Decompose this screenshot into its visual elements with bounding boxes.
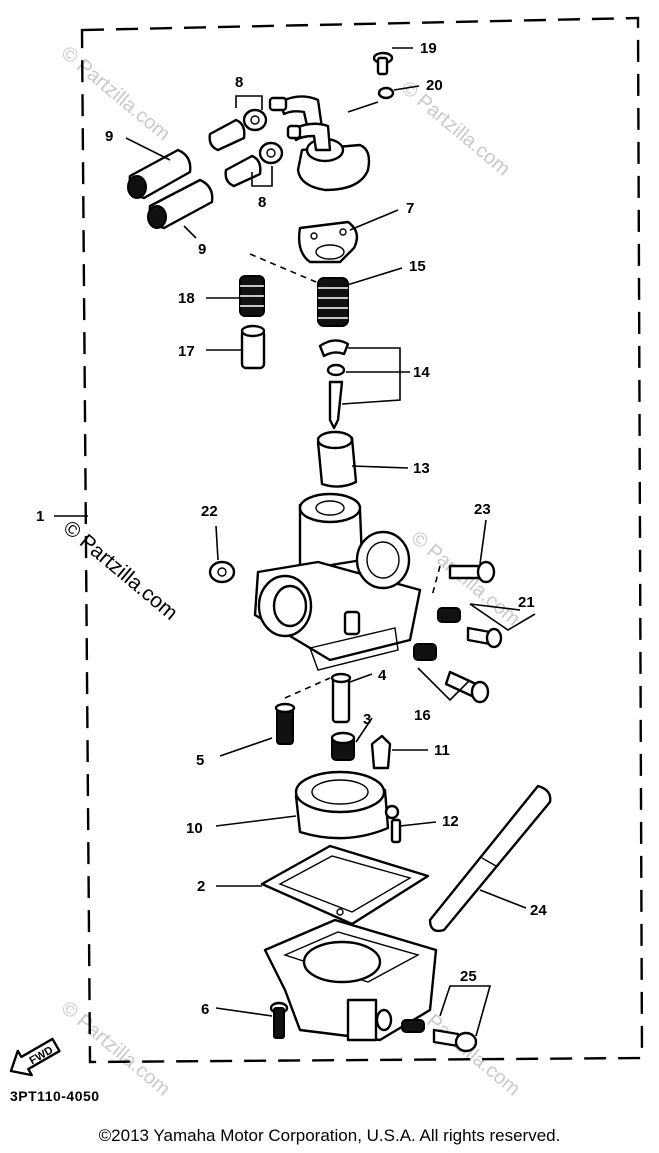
part-20-washer <box>377 86 395 100</box>
callout-23: 23 <box>474 501 491 518</box>
watermark: © Partzilla.com <box>397 77 514 180</box>
callout-3: 3 <box>363 711 371 728</box>
callout-2: 2 <box>197 878 205 895</box>
callout-1: 1 <box>36 508 44 525</box>
callout-24: 24 <box>530 902 547 919</box>
part-23-screw <box>448 560 496 584</box>
callout-8-upper: 8 <box>235 74 243 91</box>
callout-16: 16 <box>414 707 431 724</box>
callout-12: 12 <box>442 813 459 830</box>
part-8-nut-upper <box>208 108 268 152</box>
part-8-nut-lower <box>224 141 284 188</box>
callout-22: 22 <box>201 503 218 520</box>
part-3-main-jet <box>330 731 356 761</box>
callout-20: 20 <box>426 77 443 94</box>
callout-13: 13 <box>413 460 430 477</box>
watermark: © Partzilla.com <box>57 42 174 145</box>
part-top-cover <box>268 95 371 192</box>
callout-15: 15 <box>409 258 426 275</box>
part-13-throttle-valve <box>316 430 358 488</box>
callout-8-lower: 8 <box>258 194 266 211</box>
part-12-float-pin <box>390 818 402 844</box>
part-5-pilot-jet <box>274 702 296 745</box>
part-4-main-nozzle <box>330 672 352 724</box>
fwd-arrow: FWD <box>9 1037 61 1077</box>
callout-18: 18 <box>178 290 195 307</box>
part-11-needle-valve <box>370 734 392 770</box>
callout-9-upper: 9 <box>105 128 113 145</box>
part-6-screw <box>269 1001 289 1039</box>
callout-19: 19 <box>420 40 437 57</box>
callout-17: 17 <box>178 343 195 360</box>
part-7-gasket <box>297 220 359 264</box>
callout-25: 25 <box>460 968 477 985</box>
callout-9-lower: 9 <box>198 241 206 258</box>
callout-labels: 1 2 3 4 5 6 7 8 8 9 9 10 11 12 13 14 15 … <box>36 40 547 1018</box>
diagram-code: 3PT110-4050 <box>10 1088 100 1104</box>
callout-14: 14 <box>413 364 430 381</box>
callout-6: 6 <box>201 1001 209 1018</box>
part-18-spring <box>239 275 265 317</box>
carburetor-body <box>253 492 422 671</box>
part-14-jet-needle-set <box>318 339 350 430</box>
part-9-hose-lower <box>147 178 214 230</box>
part-24-drain-hose <box>428 784 552 933</box>
leader-lines <box>54 47 536 1037</box>
part-2-float-bowl-gasket <box>260 844 430 926</box>
part-25-drain-screw <box>401 1019 478 1053</box>
part-9-hose-upper <box>127 148 192 200</box>
assembly-frame <box>80 16 644 1064</box>
watermark: © Partzilla.com <box>57 997 174 1100</box>
copyright-notice: ©2013 Yamaha Motor Corporation, U.S.A. A… <box>98 1126 561 1145</box>
part-22-nut <box>208 560 236 584</box>
part-17-screw <box>240 324 266 370</box>
callout-5: 5 <box>196 752 204 769</box>
callout-11: 11 <box>434 742 450 759</box>
part-float-bowl <box>263 918 438 1042</box>
callout-4: 4 <box>378 667 387 684</box>
fwd-label: FWD <box>28 1044 56 1067</box>
callout-21: 21 <box>518 594 535 611</box>
part-19-screw <box>372 51 394 76</box>
part-16-throttle-stop-screw <box>413 643 490 704</box>
watermark-foreground: © Partzilla.com <box>59 516 182 625</box>
part-21-pilot-screw <box>437 607 503 649</box>
part-15-spring <box>317 277 349 327</box>
callout-7: 7 <box>406 200 414 217</box>
callout-10: 10 <box>186 820 203 837</box>
part-10-float <box>294 770 400 840</box>
